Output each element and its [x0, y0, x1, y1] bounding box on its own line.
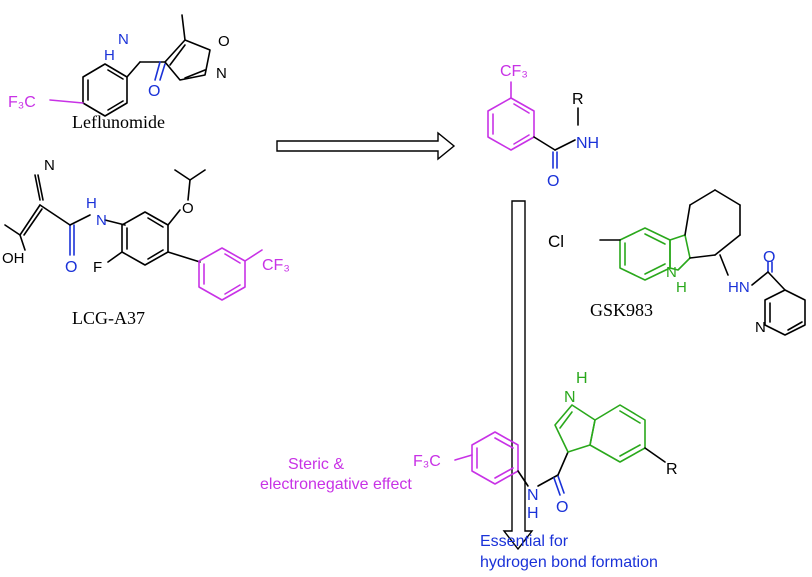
gsk-benzene-ring: [619, 227, 671, 281]
essential-annotation-line1: Essential for: [480, 533, 569, 550]
final-scaffold-structure: [454, 404, 666, 496]
pharmacophore-cf3: CF₃: [500, 63, 528, 80]
isoxazole-ring: [164, 39, 211, 81]
pharmacophore-r: R: [572, 91, 584, 108]
lcg-oh: OH: [2, 250, 25, 267]
gsk-indole-h: H: [676, 279, 687, 296]
lcg-cf3-phenyl-ring: [198, 247, 246, 301]
lcg-fluorine: F: [93, 259, 102, 276]
leflunomide-nh-n: N: [118, 31, 129, 48]
gsk-chlorine: Cl: [548, 232, 564, 251]
leflunomide-phenyl-ring: [82, 63, 128, 117]
lcg-nh-n: N: [96, 212, 107, 229]
final-amide-h: H: [527, 505, 539, 522]
pharmacophore-structure: [487, 81, 579, 169]
lcg-a37-structure: [4, 169, 263, 301]
pharmacophore-o: O: [547, 173, 559, 190]
essential-annotation-line2: hydrogen bond formation: [480, 554, 658, 571]
lcg-nh-h: H: [86, 195, 97, 212]
leflunomide-carbonyl-o: O: [148, 83, 160, 100]
steric-annotation-line2: electronegative effect: [260, 476, 412, 493]
gsk-pyrrole-ring: [669, 234, 691, 271]
lcg-cf3: CF₃: [262, 257, 290, 274]
lcg-central-ring: [121, 211, 169, 266]
leflunomide-nh-h: H: [104, 47, 115, 64]
lcg-a37-label: LCG-A37: [72, 308, 145, 328]
leflunomide-ring-n: N: [216, 65, 227, 82]
final-carbonyl-o: O: [556, 499, 568, 516]
pharmacophore-nh: NH: [576, 135, 599, 152]
final-amide-n: N: [527, 487, 539, 504]
final-indole-n: N: [564, 389, 576, 406]
final-pyrrole-ring: [554, 404, 596, 453]
gsk983-structure: [599, 189, 806, 336]
gsk983-label: GSK983: [590, 300, 653, 320]
lcg-ether-o: O: [182, 200, 194, 217]
final-indole-h: H: [576, 370, 588, 387]
leflunomide-label: Leflunomide: [72, 112, 165, 132]
gsk-indole-n: N: [666, 264, 677, 281]
final-benzene-ring: [589, 404, 646, 463]
final-cf3: F₃C: [413, 453, 441, 470]
leflunomide-cf3: F₃C: [8, 94, 36, 111]
leflunomide-ring-o: O: [218, 33, 230, 50]
leflunomide-structure: [49, 14, 211, 117]
gsk-pyridine-ring: [764, 289, 806, 336]
steric-annotation-line1: Steric &: [288, 456, 344, 473]
down-arrow-icon: [502, 200, 534, 551]
pharmacophore-phenyl-ring: [487, 97, 535, 151]
gsk-pyridine-n: N: [755, 319, 766, 336]
gsk-amide-hn: HN: [728, 279, 750, 296]
lcg-carbonyl-o: O: [65, 259, 77, 276]
gsk-carbonyl-o: O: [763, 249, 775, 266]
lcg-nitrile-n: N: [44, 157, 55, 174]
final-phenyl-ring: [471, 431, 519, 485]
right-arrow-icon: [276, 131, 456, 161]
final-r-group: R: [666, 461, 678, 478]
